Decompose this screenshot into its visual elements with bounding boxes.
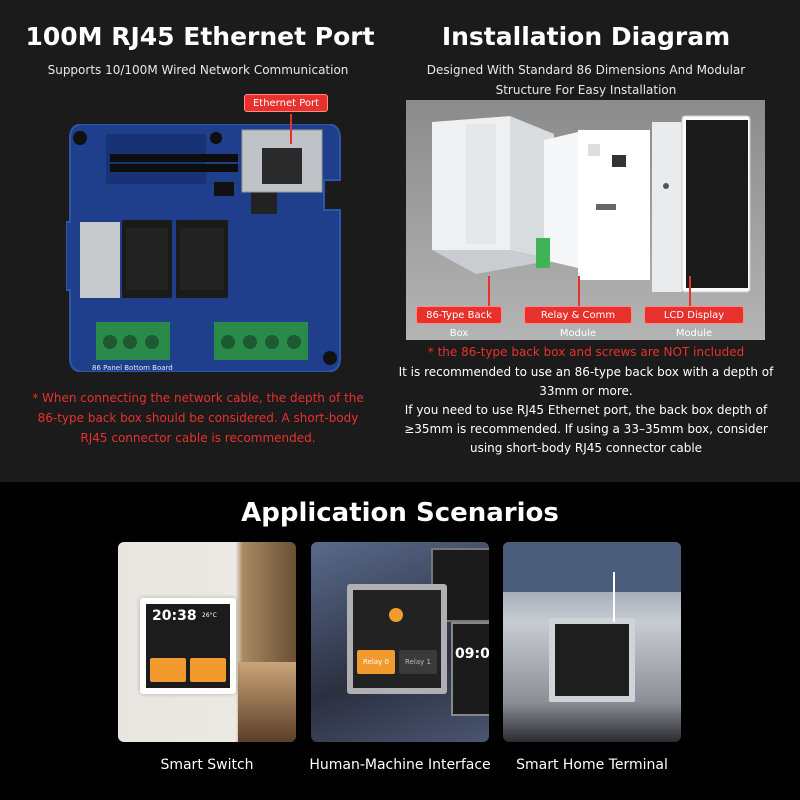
hmi-clock: 09:0 bbox=[455, 646, 489, 662]
installation-note-3: If you need to use RJ45 Ethernet port, t… bbox=[404, 403, 768, 417]
installation-note-1: It is recommended to use an 86-type back… bbox=[398, 365, 774, 379]
switch-button-2 bbox=[190, 658, 226, 682]
room-ceiling bbox=[503, 542, 681, 592]
ethernet-note-3: RJ45 connector cable is recommended. bbox=[80, 431, 316, 445]
scenarios-title: Application Scenarios bbox=[241, 498, 559, 528]
installation-note-4: ≥35mm is recommended. If using a 33–35mm… bbox=[404, 422, 768, 436]
ethernet-port-tag: Ethernet Port bbox=[244, 94, 328, 112]
relay-pointer bbox=[578, 276, 580, 306]
hmi-panel: Relay 0 Relay 1 bbox=[347, 584, 447, 694]
backbox-tag: 86-Type Back Box bbox=[416, 306, 502, 339]
caption-smart-switch: Smart Switch bbox=[160, 757, 254, 773]
lcd-module-tag: LCD Display Module bbox=[644, 306, 744, 339]
relay-module-tag: Relay & Comm Module bbox=[524, 306, 632, 339]
ethernet-title: 100M RJ45 Ethernet Port bbox=[25, 22, 375, 51]
hmi-play-icon bbox=[389, 608, 403, 622]
lcd-pointer bbox=[689, 276, 691, 306]
terminal-pointer bbox=[613, 572, 615, 622]
pcb-board-label: 86 Panel Bottom Board bbox=[92, 364, 173, 372]
installation-subtitle-2: Structure For Easy Installation bbox=[495, 83, 677, 97]
switch-time: 20:38 bbox=[152, 608, 197, 624]
terminal-panel bbox=[549, 618, 635, 702]
hmi-image: Relay 0 Relay 1 09:0 bbox=[311, 542, 489, 742]
smart-switch-image: 20:38 26°C bbox=[118, 542, 296, 742]
backbox-pointer bbox=[488, 276, 490, 306]
switch-temp: 26°C bbox=[202, 612, 217, 619]
hmi-panel-clock: 09:0 bbox=[451, 622, 489, 716]
smart-home-terminal-image bbox=[503, 542, 681, 742]
caption-smart-home-terminal: Smart Home Terminal bbox=[516, 757, 668, 773]
caption-hmi: Human-Machine Interface bbox=[309, 757, 491, 773]
hmi-relay-button: Relay 0 bbox=[357, 650, 395, 674]
installation-subtitle-1: Designed With Standard 86 Dimensions And… bbox=[426, 63, 746, 77]
port-pointer-line bbox=[290, 114, 292, 144]
switch-panel: 20:38 26°C bbox=[140, 598, 236, 694]
installation-title: Installation Diagram bbox=[441, 22, 731, 51]
pcb-board-image: 86 Panel Bottom Board bbox=[66, 124, 341, 372]
installation-diagram-image bbox=[406, 100, 765, 340]
installation-note-2: 33mm or more. bbox=[539, 384, 633, 398]
switch-button-1 bbox=[150, 658, 186, 682]
hmi-relay-button-2: Relay 1 bbox=[399, 650, 437, 674]
installation-warning: * the 86-type back box and screws are NO… bbox=[427, 345, 745, 359]
ethernet-note-1: * When connecting the network cable, the… bbox=[32, 391, 364, 405]
room-background bbox=[238, 662, 296, 742]
installation-note-5: using short-body RJ45 connector cable bbox=[469, 441, 703, 455]
ethernet-subtitle: Supports 10/100M Wired Network Communica… bbox=[47, 63, 349, 77]
ethernet-note-2: 86-type back box should be considered. A… bbox=[37, 411, 359, 425]
